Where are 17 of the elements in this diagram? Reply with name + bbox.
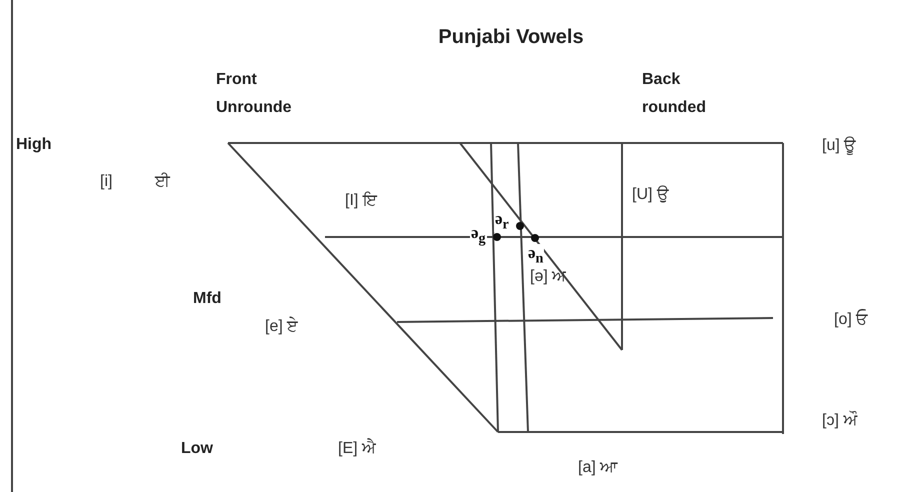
vowel-label: [ɔ] ਔ: [822, 411, 858, 430]
vowel-label: [i]: [100, 172, 112, 192]
vowel-label: [I] ਇ: [345, 191, 377, 210]
vowel-label: [e] ਏ: [265, 317, 298, 336]
axis-label: Mfd: [193, 289, 222, 308]
axis-label: High: [16, 135, 52, 154]
axis-label: Back rounded: [642, 70, 706, 118]
axis-label: Front Unrounde: [216, 70, 292, 118]
axis-label: Low: [181, 439, 213, 458]
vowel-label: [ə] ਅ: [530, 267, 566, 286]
vowel-label: ਈ: [155, 172, 170, 192]
vowel-label: [o] ਓ: [834, 310, 868, 330]
chart-title: Punjabi Vowels: [437, 26, 585, 49]
vowel-label: [u] ਊ: [822, 136, 856, 156]
vowel-label: [U] ਉ: [632, 185, 669, 204]
vowel-label: [E] ਐ: [338, 439, 376, 458]
vowel-label: [a] ਆ: [578, 458, 618, 478]
